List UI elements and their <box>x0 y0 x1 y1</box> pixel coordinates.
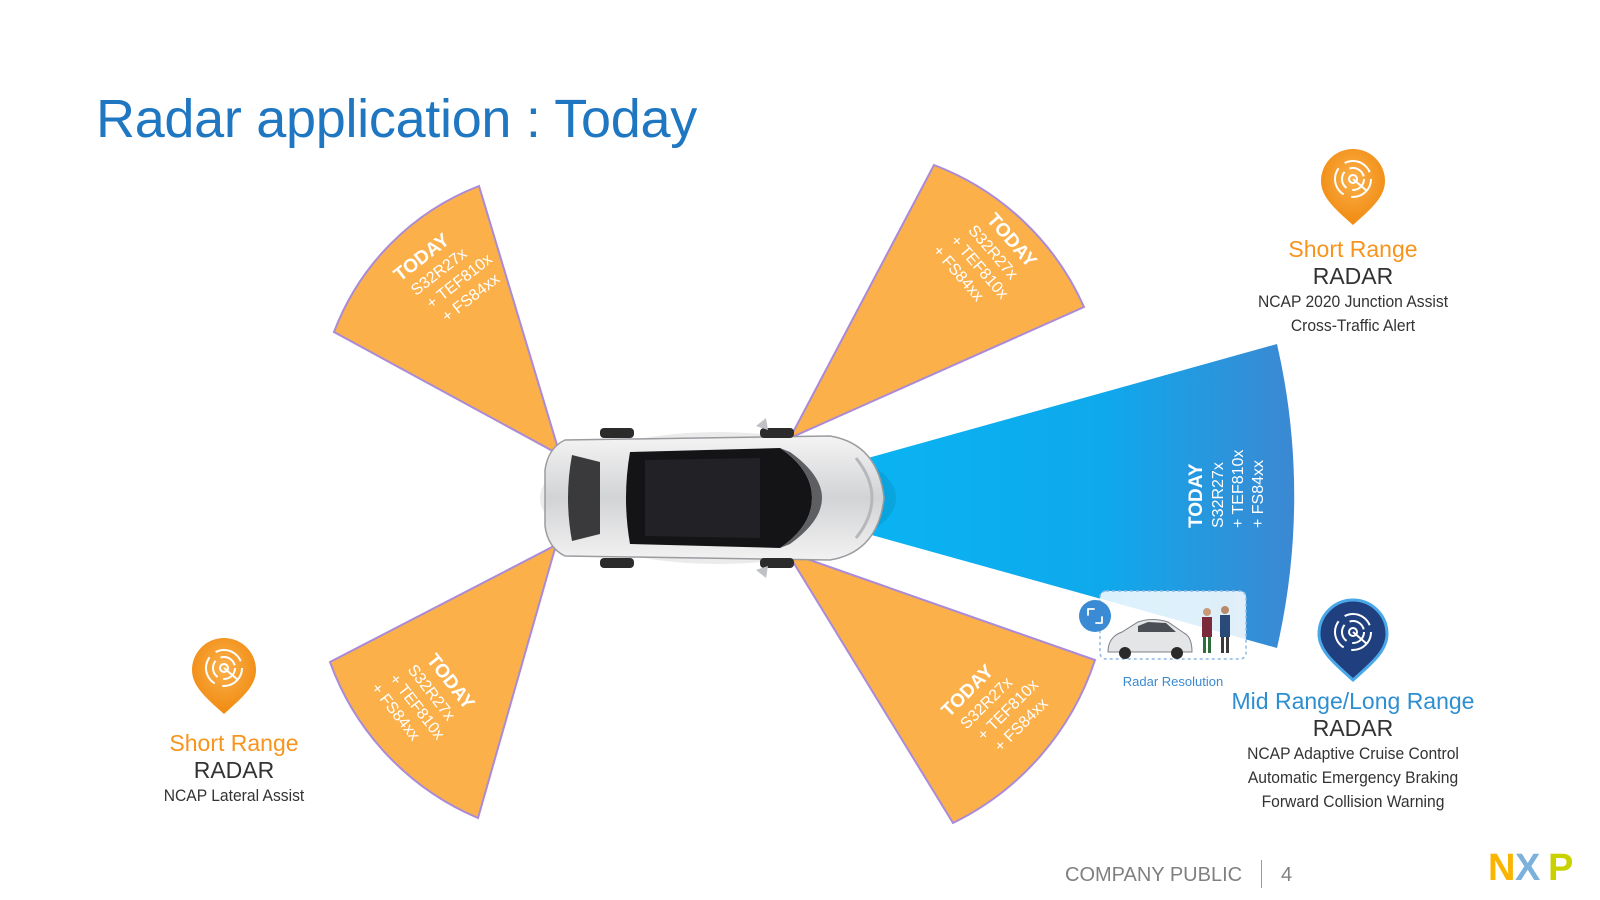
radar-resolution-inset: Radar Resolution <box>1099 590 1247 689</box>
footer-divider <box>1261 860 1262 888</box>
info-short-range-bottom: Short Range RADAR NCAP Lateral Assist <box>114 730 354 808</box>
radar-label: RADAR <box>1312 263 1394 289</box>
svg-text:P: P <box>1548 847 1573 886</box>
inset-car <box>1107 619 1193 659</box>
sector-rear-left <box>332 184 562 458</box>
range-type: Mid Range/Long Range <box>1231 688 1475 714</box>
sector-front-left <box>787 163 1086 441</box>
chip-line: + TEF810x <box>1230 450 1247 528</box>
footer-classification: COMPANY PUBLIC <box>1065 864 1243 886</box>
feature-line: NCAP Lateral Assist <box>163 786 305 805</box>
radar-label: RADAR <box>1312 715 1394 741</box>
feature-line: Automatic Emergency Braking <box>1247 768 1459 787</box>
feature-line: Forward Collision Warning <box>1261 792 1445 811</box>
range-type: Short Range <box>1288 236 1418 262</box>
radar-pin-icon <box>1321 149 1385 225</box>
radar-pin-icon <box>192 638 256 714</box>
expand-icon[interactable] <box>1079 600 1111 632</box>
sector-rear-right <box>328 543 558 820</box>
feature-line: NCAP Adaptive Cruise Control <box>1247 744 1459 763</box>
feature-line: NCAP 2020 Junction Assist <box>1257 292 1449 311</box>
svg-text:N: N <box>1488 847 1515 886</box>
sector-front-right <box>784 550 1097 825</box>
range-type: Short Range <box>169 730 299 756</box>
nxp-logo: N X P <box>1488 847 1573 886</box>
today-label: TODAY <box>1186 463 1207 528</box>
chip-line: S32R27x <box>1210 462 1227 528</box>
slide-title: Radar application : Today <box>96 89 697 149</box>
car-top-view <box>540 418 896 578</box>
info-short-range-top: Short Range RADAR NCAP 2020 Junction Ass… <box>1213 236 1493 338</box>
zone-label-long-range: TODAY S32R27x + TEF810x + FS84xx <box>1186 450 1267 528</box>
feature-line: Cross-Traffic Alert <box>1290 316 1416 335</box>
svg-text:X: X <box>1515 847 1541 886</box>
radar-label: RADAR <box>193 757 275 783</box>
info-mid-long-range: Mid Range/Long Range RADAR NCAP Adaptive… <box>1208 688 1498 814</box>
page-number: 4 <box>1281 864 1293 886</box>
chip-line: + FS84xx <box>1250 460 1267 528</box>
inset-caption: Radar Resolution <box>1123 674 1223 689</box>
inset-pedestrians <box>1202 606 1230 653</box>
radar-pin-icon <box>1317 598 1389 683</box>
long-range-beam <box>868 344 1295 648</box>
